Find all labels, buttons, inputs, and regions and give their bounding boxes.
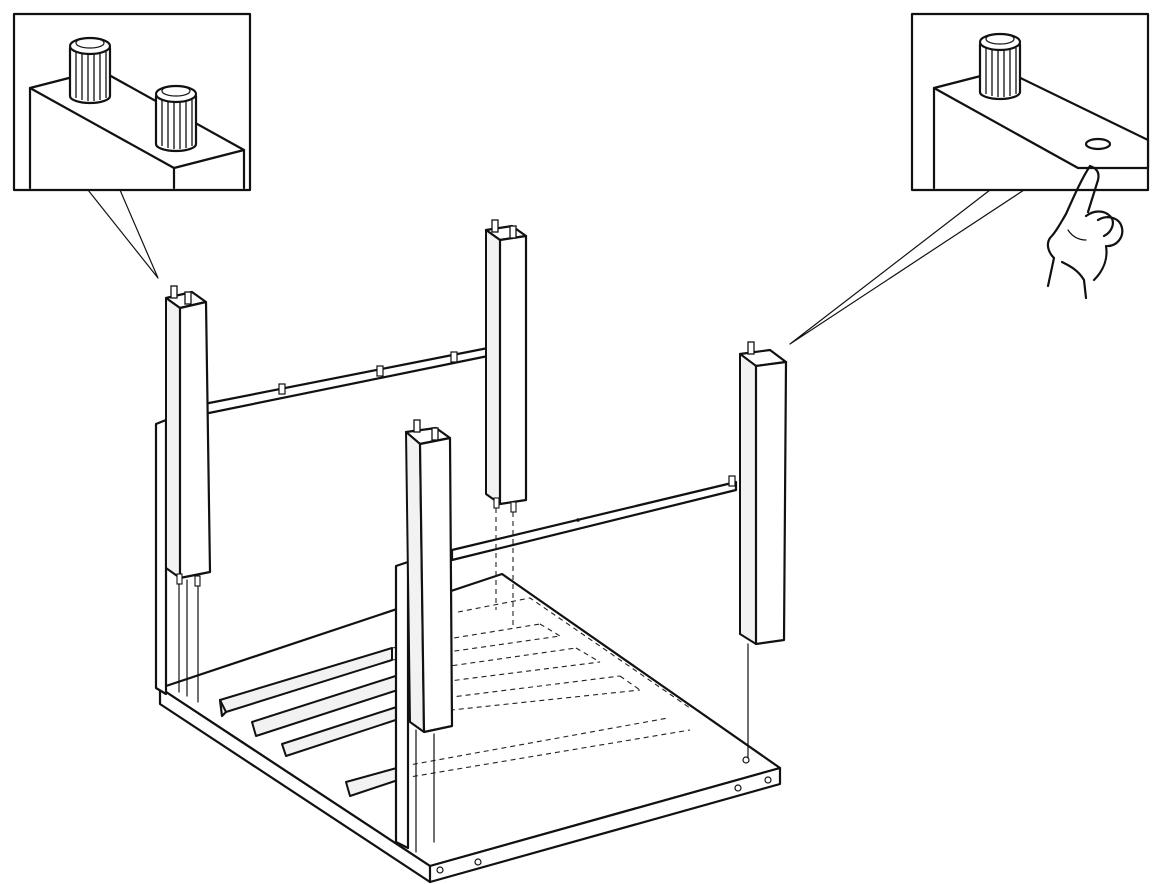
dowel-icon (154, 84, 198, 153)
back-rail (202, 346, 490, 416)
hole-icon (576, 518, 580, 522)
dowel-icon (413, 419, 421, 433)
callout-dowel-hole (789, 12, 1150, 345)
side-panel-left (154, 418, 168, 696)
dowel-hole-icon (1084, 137, 1112, 151)
dowel-icon (728, 475, 736, 487)
dowel-icon (278, 383, 286, 395)
hole-icon (734, 784, 742, 792)
dowel-icon (978, 32, 1022, 101)
leg-front-center (404, 419, 454, 853)
leg-front-right (738, 341, 788, 759)
hole-icon (436, 866, 444, 874)
dowel-icon (450, 351, 458, 363)
dowel-icon (68, 36, 112, 105)
dowel-icon (509, 225, 517, 239)
dowel-icon (747, 341, 755, 355)
hole-icon (742, 756, 750, 764)
base-panel (158, 572, 782, 884)
dowel-icon (493, 497, 500, 509)
floor-slats (218, 647, 415, 797)
hole-icon (764, 776, 772, 784)
dowel-icon (194, 575, 201, 587)
pointing-hand-icon (1046, 164, 1124, 300)
dowel-icon (184, 291, 192, 305)
side-panel-front (394, 560, 410, 850)
callout-pointer-left (87, 189, 159, 279)
callout-two-dowels (12, 12, 252, 279)
hole-icon (474, 858, 482, 866)
dowel-icon (376, 365, 384, 377)
dowel-icon (176, 573, 183, 585)
dowel-icon (491, 219, 499, 233)
dowel-icon (510, 501, 517, 513)
dowel-icon (431, 427, 439, 441)
leg-back-left (164, 285, 212, 703)
base-top-face (158, 572, 782, 868)
side-rail (450, 475, 738, 562)
callout-pointer-right (789, 189, 1025, 345)
leg-back-center (484, 219, 528, 626)
dowel-icon (170, 285, 178, 299)
